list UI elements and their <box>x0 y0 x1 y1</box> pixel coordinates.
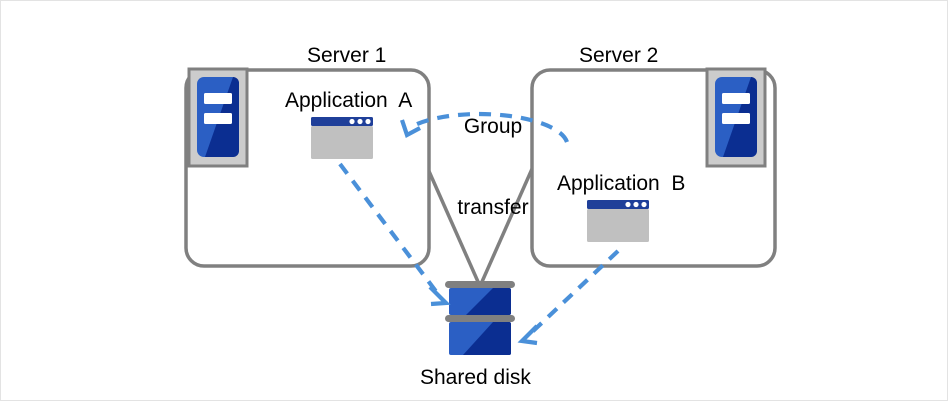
group-transfer-label-line1: Group <box>463 115 523 138</box>
group-transfer-label: Group transfer <box>453 59 533 275</box>
server-2-label: Server 2 <box>579 44 659 67</box>
app-b-to-disk-arrow <box>517 249 620 346</box>
connector-server2-disk <box>479 168 534 285</box>
group-transfer-arrow <box>400 111 569 143</box>
group-transfer-label-line2: transfer <box>457 196 529 219</box>
application-window-icon <box>311 117 373 159</box>
server-to-disk-connectors <box>426 168 534 285</box>
server-icon <box>705 67 767 168</box>
connector-server1-disk <box>426 168 481 285</box>
application-a-label: Application A <box>285 89 413 112</box>
shared-disk-label: Shared disk <box>420 366 531 389</box>
application-b-label: Application B <box>557 172 686 195</box>
server-1-label: Server 1 <box>307 44 387 67</box>
server-icon <box>187 67 249 168</box>
application-window-icon <box>587 200 649 242</box>
disk-stack-icon <box>445 281 515 355</box>
app-a-to-disk-arrow <box>338 162 451 307</box>
